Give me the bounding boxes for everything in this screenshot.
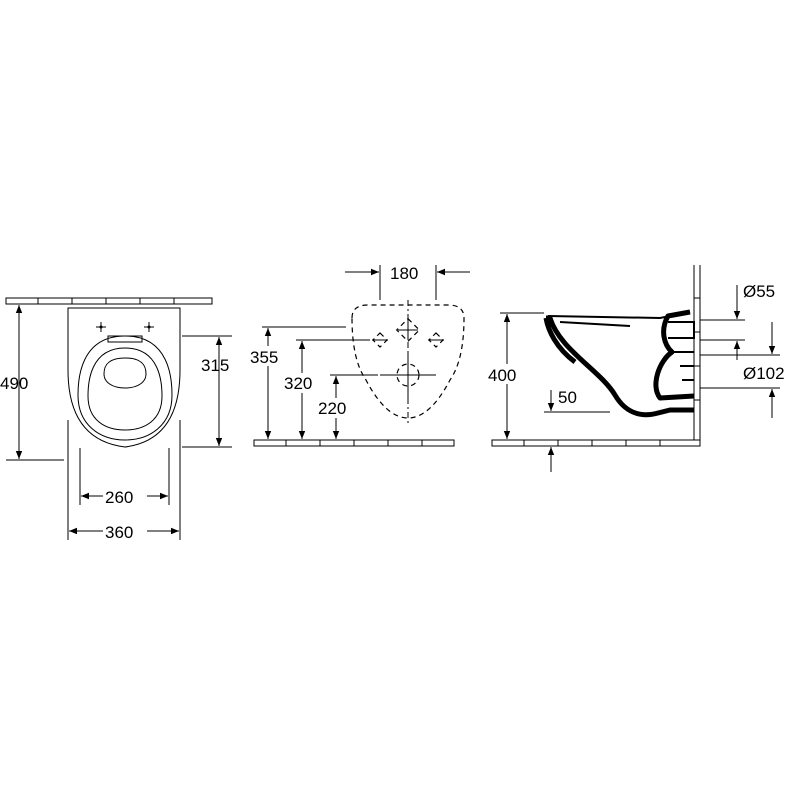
- dim-315: 315: [201, 356, 229, 375]
- dim-400: 400: [488, 366, 516, 385]
- side-view: 400 50 Ø55 Ø102: [486, 265, 785, 472]
- side-floor-line: [491, 439, 701, 447]
- dim-355: 355: [250, 348, 278, 367]
- rear-fixing-points: [372, 317, 444, 398]
- dim-180: 180: [390, 264, 418, 283]
- side-bowl-profile: [546, 315, 694, 418]
- dim-260: 260: [105, 488, 133, 507]
- rear-view: 180 355 320 220: [248, 264, 470, 447]
- dim-490: 490: [0, 374, 28, 393]
- front-bowl-outline: [67, 307, 181, 448]
- dim-220: 220: [318, 399, 346, 418]
- front-wall-plate: [5, 297, 213, 305]
- dim-50: 50: [558, 388, 577, 407]
- rear-floor-line: [253, 439, 455, 447]
- dim-diameter-55: Ø55: [743, 282, 775, 301]
- front-bowl-opening: [103, 357, 147, 389]
- side-wall: [693, 265, 701, 441]
- dim-320: 320: [284, 374, 312, 393]
- front-view: 490 315 260 360: [0, 297, 232, 542]
- front-seat: [77, 335, 173, 441]
- dim-diameter-102: Ø102: [743, 364, 785, 383]
- dim-360: 360: [105, 523, 133, 542]
- side-trap: [653, 309, 695, 401]
- front-fixing-marks: [96, 322, 154, 332]
